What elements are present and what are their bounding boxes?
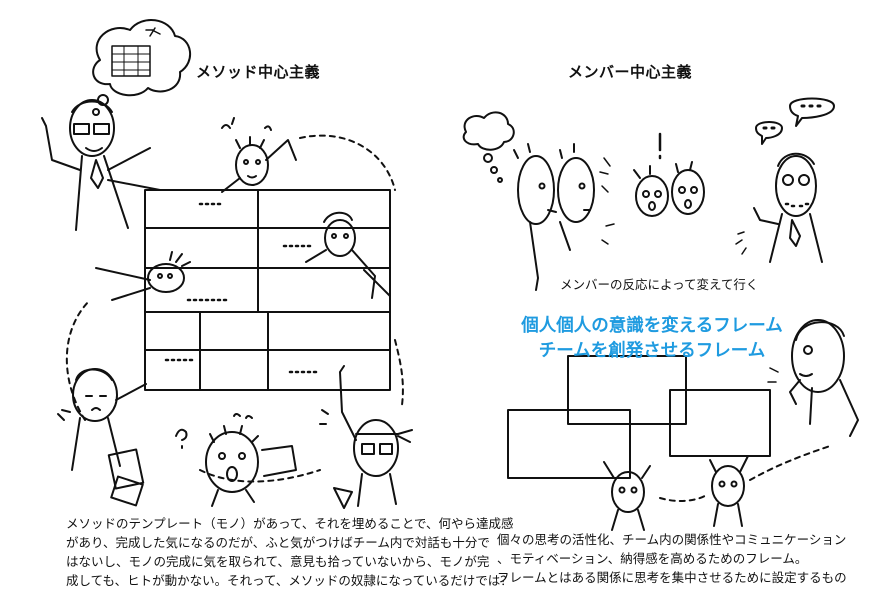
overlapping-frames — [507, 355, 771, 479]
thought-bubble-icon — [92, 18, 191, 116]
talking-man-figure — [735, 152, 823, 263]
headband-figure — [319, 365, 413, 509]
frame-headline-line: チームを創発させるフレーム — [538, 341, 766, 361]
skeptical-figures — [513, 143, 595, 291]
method-caption-line: 成しても、ヒトが動かない。それって、メソッドの奴隷になっているだけでは？ — [66, 573, 513, 588]
surprised-figure — [175, 413, 297, 507]
frustrated-figure — [57, 368, 147, 507]
member-title: メンバー中心主義 — [568, 63, 693, 81]
small-thought-bubble-icon — [462, 111, 515, 183]
thinking-man-figure — [767, 319, 859, 437]
member-caption-line: 、モティベーション、納得感を高めるためのフレーム。 — [497, 551, 808, 566]
surprised-pair — [633, 132, 705, 217]
member-reaction-note: メンバーの反応によって変えて行く — [560, 277, 759, 292]
pointing-figure — [305, 211, 391, 299]
reaching-figure — [95, 251, 191, 301]
frame-headline: 個人個人の意識を変えるフレーム チームを創発させるフレーム — [512, 314, 792, 364]
member-caption-line: フレームとはある関係に思考を集中させるために設定するもの — [497, 570, 847, 585]
method-caption-line: メソッドのテンプレート（モノ）があって、それを埋めることで、何やら達成感 — [66, 516, 514, 531]
method-caption-line: はないし、モノの完成に気を取られて、意見も拾っていないから、モノが完 — [66, 554, 490, 569]
speech-bubble-icon — [755, 97, 835, 145]
method-caption: メソッドのテンプレート（モノ）があって、それを埋めることで、何やら達成感 があり… — [66, 514, 514, 590]
frame-headline-line: 個人個人の意識を変えるフレーム — [521, 316, 783, 336]
climbing-figure — [221, 117, 297, 193]
method-caption-line: があり、完成した気になるのだが、ふと気がつけばチーム内で対話も十分で — [66, 535, 490, 550]
method-template-table — [144, 189, 391, 391]
member-caption-line: 個々の思考の活性化、チーム内の関係性やコミュニケーション — [497, 532, 847, 547]
frame-holders — [603, 455, 749, 531]
man-glasses-figure — [41, 99, 161, 231]
method-title: メソッド中心主義 — [196, 63, 321, 81]
member-caption: 個々の思考の活性化、チーム内の関係性やコミュニケーション 、モティベーション、納… — [497, 530, 847, 587]
